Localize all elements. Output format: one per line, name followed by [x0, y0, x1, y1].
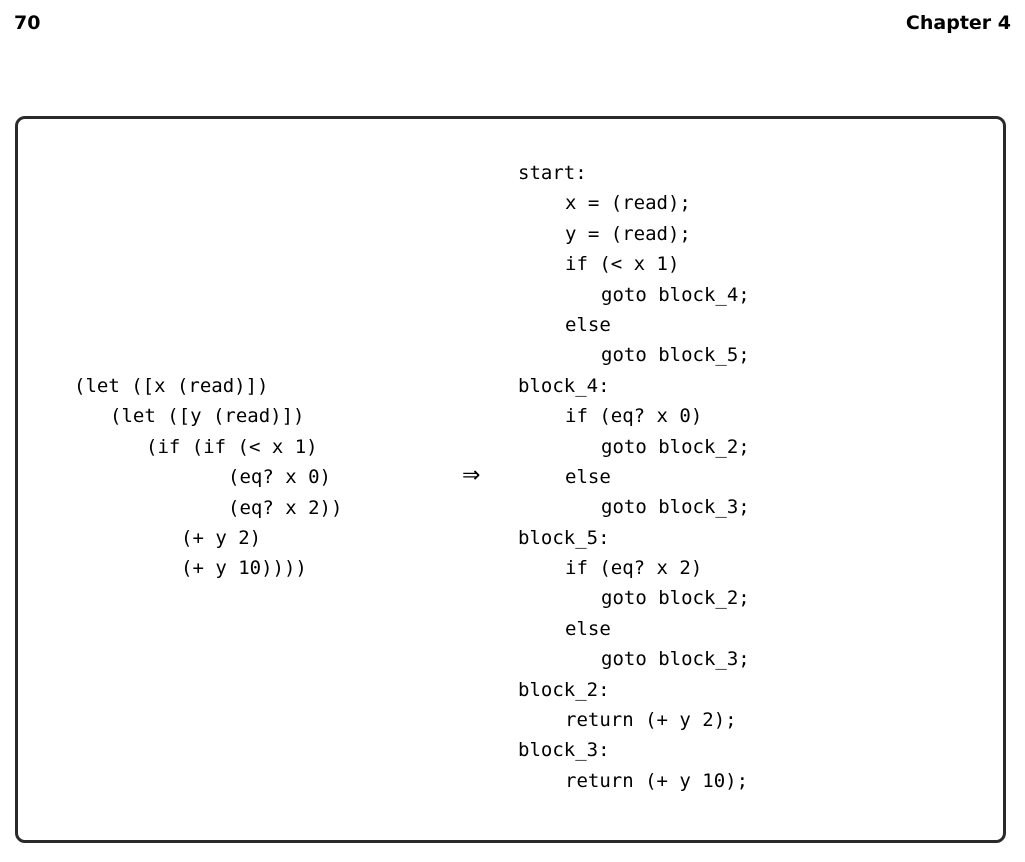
- target-line: goto block_5;: [601, 344, 750, 367]
- target-line: else: [565, 617, 611, 640]
- source-line: (let ([x (read)]): [74, 375, 269, 397]
- target-line: if (eq? x 0): [565, 405, 703, 428]
- source-line: (eq? x 0): [228, 466, 331, 489]
- target-program: start: x = (read); y = (read); if (< x 1) go…: [518, 158, 750, 796]
- target-line: goto block_4;: [601, 283, 750, 306]
- target-label: block_4:: [518, 374, 610, 397]
- target-label: block_3:: [518, 739, 610, 762]
- target-line: if (eq? x 2): [565, 557, 703, 580]
- target-line: goto block_2;: [601, 435, 750, 458]
- source-line: (eq? x 2)): [228, 496, 343, 519]
- target-line: return (+ y 10);: [565, 769, 749, 792]
- source-line: (+ y 10)))): [181, 557, 307, 580]
- target-line: goto block_2;: [601, 587, 750, 610]
- source-line: (if (if (< x 1): [146, 435, 318, 458]
- target-line: x = (read);: [565, 192, 691, 215]
- figure-frame: [15, 116, 1006, 843]
- target-label: block_5:: [518, 526, 610, 549]
- target-line: else: [565, 313, 611, 336]
- source-line: (let ([y (read)]): [110, 405, 305, 428]
- target-line: else: [565, 465, 611, 488]
- page-number: 70: [14, 12, 41, 34]
- target-line: goto block_3;: [601, 648, 750, 671]
- chapter-title: Chapter 4: [905, 12, 1011, 34]
- target-line: y = (read);: [565, 222, 691, 245]
- target-label: start:: [518, 162, 587, 184]
- source-program: (let ([x (read)]) (let ([y (read)]) (if (i…: [74, 371, 342, 584]
- source-line: (+ y 2): [181, 526, 262, 549]
- transform-arrow: ⇒: [462, 463, 481, 488]
- target-label: block_2:: [518, 678, 610, 701]
- target-line: if (< x 1): [565, 253, 680, 276]
- target-line: goto block_3;: [601, 496, 750, 519]
- target-line: return (+ y 2);: [565, 709, 737, 732]
